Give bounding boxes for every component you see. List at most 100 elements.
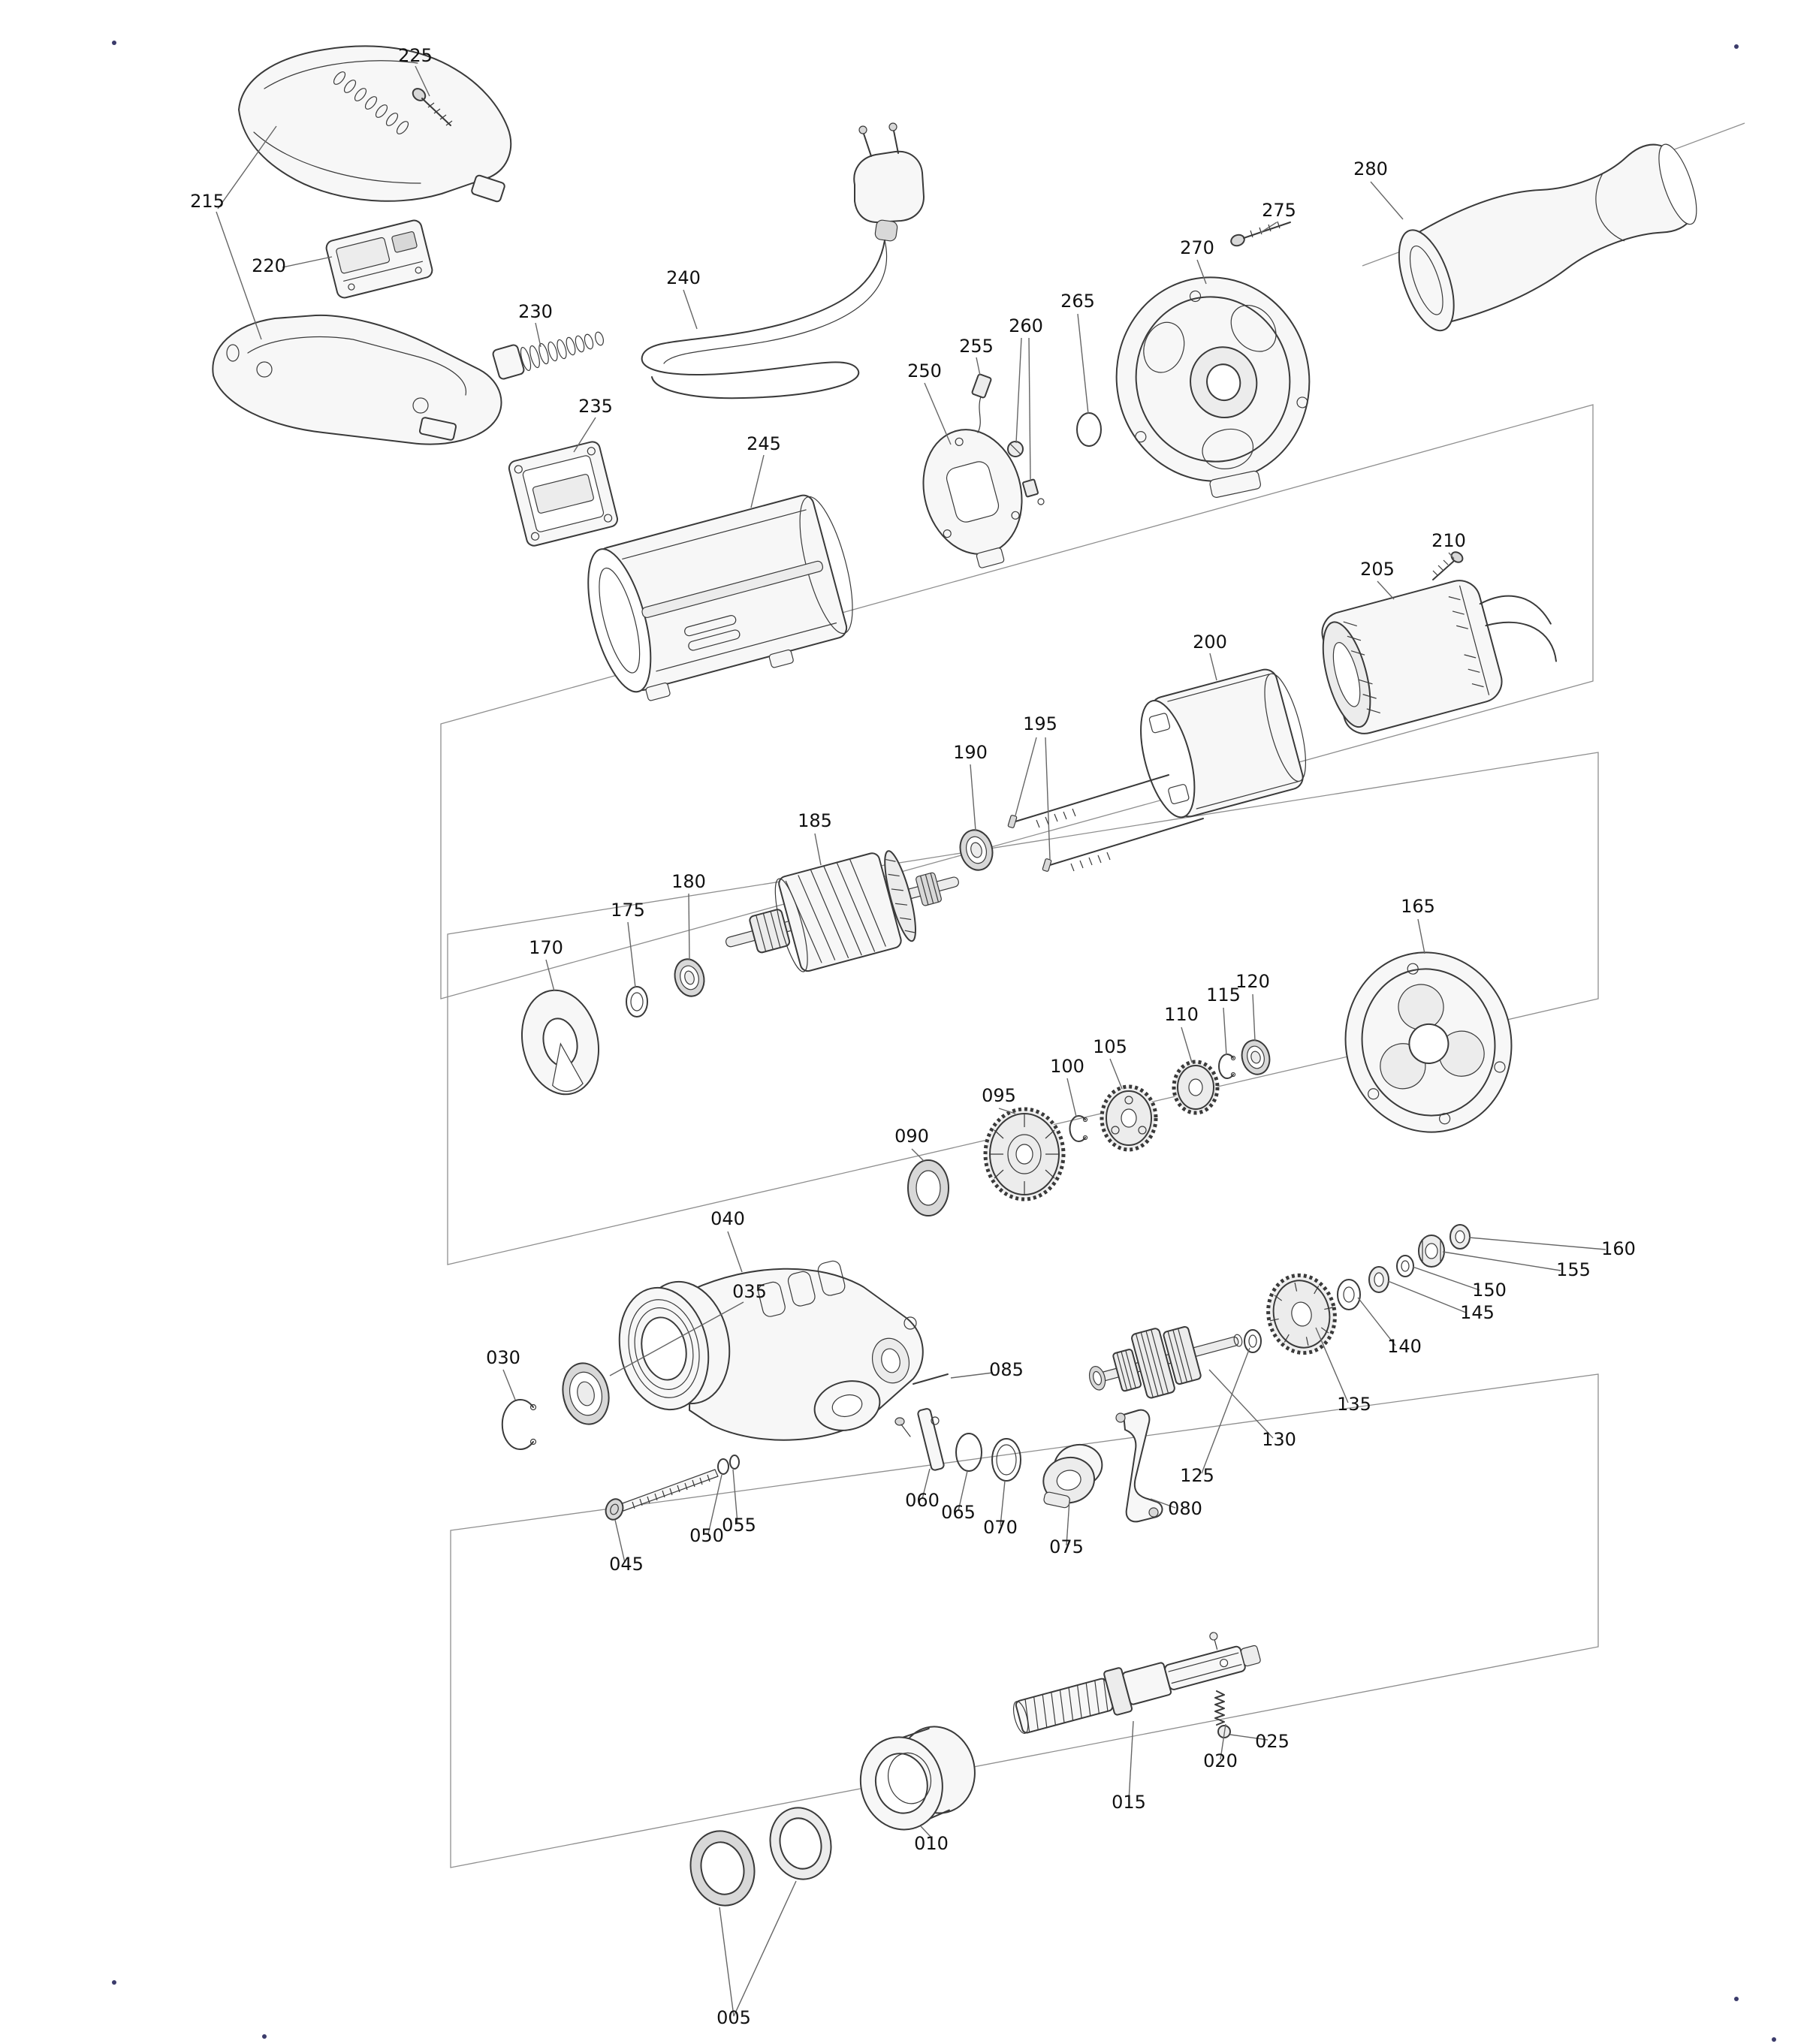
callout-145: 145 [1460,1302,1495,1323]
part-210-screw [1432,551,1464,580]
leader-lines [216,65,1606,2017]
part-075-lock-cam [1042,1443,1103,1509]
callout-150: 150 [1472,1280,1507,1301]
callout-275: 275 [1262,200,1296,221]
callout-030: 030 [486,1347,520,1368]
callout-110: 110 [1164,1004,1199,1025]
callout-160: 160 [1601,1238,1636,1259]
part-110-gear [1172,1060,1220,1115]
part-255-carbon-brush [971,373,992,433]
callout-105: 105 [1093,1036,1127,1057]
callout-175: 175 [611,900,645,921]
callout-265: 265 [1060,291,1095,312]
part-245-motor-housing [587,494,853,701]
part-200-fan-guard [1140,668,1307,819]
callout-020: 020 [1203,1750,1238,1771]
part-180-ball-bearing [674,958,705,997]
callout-230: 230 [518,301,553,322]
callout-195: 195 [1023,713,1057,734]
callout-080: 080 [1168,1498,1202,1519]
callout-090: 090 [894,1126,929,1147]
callout-210: 210 [1431,530,1466,551]
part-260-brush-cap [1007,441,1045,505]
part-100-circlip [1069,1115,1088,1142]
part-105-gear [1100,1084,1158,1152]
part-270-bearing-bracket [1115,276,1311,498]
callout-025: 025 [1255,1731,1290,1752]
part-160-nut [1449,1224,1471,1250]
callout-270: 270 [1180,237,1214,258]
part-085-pin [913,1373,949,1385]
callout-010: 010 [914,1833,949,1854]
part-005-felt-rings [689,1807,832,1907]
part-215-handle-housing-top [238,45,512,203]
callout-235: 235 [578,396,613,417]
part-175-washer [626,986,648,1017]
part-040-gear-housing [618,1260,924,1441]
registration-dots [112,41,1776,2042]
part-150-washer [1396,1255,1414,1277]
callout-065: 065 [941,1502,976,1523]
part-035-ball-bearing [562,1362,610,1425]
part-235-bearing-plate [508,441,619,547]
part-250-baffle-plate [922,429,1023,568]
part-275-screw [1230,221,1291,247]
part-065-ring [955,1433,982,1472]
callout-190: 190 [953,742,988,763]
callout-045: 045 [609,1554,644,1575]
part-170-air-deflector [520,989,600,1096]
callout-120: 120 [1235,971,1270,992]
callout-075: 075 [1049,1536,1084,1557]
callout-255: 255 [959,336,994,357]
callout-240: 240 [666,267,701,288]
callout-100: 100 [1050,1056,1084,1077]
part-195-screws [1007,774,1204,872]
part-015-spindle [1012,1632,1261,1735]
callout-215: 215 [190,191,225,212]
part-190-ball-bearing [959,829,994,871]
callout-040: 040 [710,1208,745,1229]
part-220-switch [325,219,433,299]
part-020-spring [1214,1690,1225,1726]
callout-055: 055 [722,1515,756,1536]
part-155-nut [1418,1235,1445,1268]
part-185-armature [725,850,959,972]
callout-220: 220 [252,255,286,276]
part-060-lock-plate [894,1408,945,1471]
part-205-field-stator [1321,580,1557,734]
callout-260: 260 [1009,315,1043,336]
callout-155: 155 [1556,1259,1591,1280]
callout-095: 095 [982,1085,1016,1106]
part-010-clamp-nut [859,1726,976,1831]
callout-200: 200 [1193,632,1227,653]
part-240-power-cord [641,122,925,399]
callout-115: 115 [1206,984,1241,1005]
part-130-gear-spindle [1088,1325,1243,1399]
part-120-ball-bearing [1241,1039,1271,1075]
part-145-washer [1368,1266,1389,1293]
callout-labels: 225 215 220 230 240 235 245 250 255 260 … [190,45,1636,2028]
callout-245: 245 [747,433,781,454]
callout-165: 165 [1401,896,1435,917]
callout-070: 070 [983,1517,1018,1538]
callout-035: 035 [732,1281,767,1302]
part-030-circlip [501,1399,537,1450]
part-125-washer [1244,1329,1262,1353]
callout-225: 225 [398,45,433,66]
callout-280: 280 [1353,158,1388,179]
part-070-ring [991,1438,1021,1482]
callout-125: 125 [1180,1465,1214,1486]
callout-180: 180 [671,871,706,892]
part-140-washer [1337,1279,1361,1310]
part-080-spring-bracket [1115,1409,1163,1523]
part-050-washer [717,1458,729,1475]
part-055-washer [729,1455,740,1470]
callout-205: 205 [1360,559,1395,580]
callout-130: 130 [1262,1429,1296,1450]
callout-085: 085 [989,1359,1024,1380]
callout-250: 250 [907,360,942,381]
part-225-screw [412,88,453,126]
part-280-side-handle [1398,143,1697,332]
callout-170: 170 [529,937,563,958]
part-045-screw [605,1469,719,1521]
